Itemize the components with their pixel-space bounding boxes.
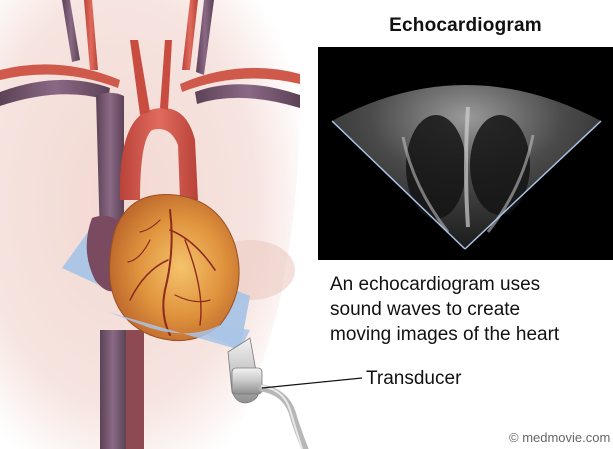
left-ventricle-cavity: [406, 115, 466, 219]
copyright-credit: © medmovie.com: [509, 430, 610, 445]
right-ventricle-cavity: [470, 115, 530, 215]
caption-line: sound waves to create: [330, 297, 613, 322]
inferior-vena-cava: [100, 330, 126, 449]
caption-line: moving images of the heart: [330, 322, 613, 347]
echocardiogram-image: [318, 47, 613, 260]
transducer-grip: [232, 368, 262, 394]
transducer-leader-line: [262, 378, 362, 388]
transducer-label: Transducer: [366, 368, 461, 390]
echocardiogram-title: Echocardiogram: [318, 15, 613, 37]
ultrasound-sector: [318, 47, 613, 260]
caption: An echocardiogram uses sound waves to cr…: [330, 272, 613, 347]
septum: [466, 107, 468, 227]
descending-aorta: [126, 330, 144, 449]
caption-line: An echocardiogram uses: [330, 272, 613, 297]
